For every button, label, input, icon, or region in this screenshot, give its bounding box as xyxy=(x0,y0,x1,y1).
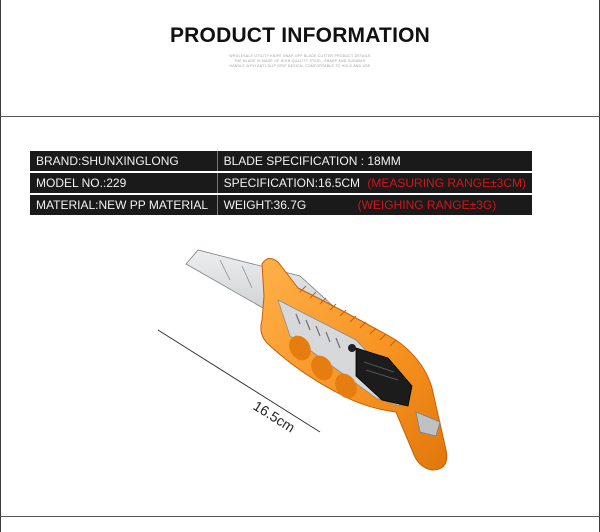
section-header: PRODUCT INFORMATION WHOLESALE UTILITY KN… xyxy=(0,24,600,69)
slider-lock xyxy=(348,344,413,407)
left-border xyxy=(0,0,1,532)
subtext-line: HANDLE WITH ANTI-SLIP GRIP DESIGN, COMFO… xyxy=(229,64,371,68)
section-title: PRODUCT INFORMATION xyxy=(169,24,431,47)
blade-tip xyxy=(415,411,441,437)
divider-top xyxy=(0,116,600,117)
spec-table: BRAND:SHUNXINGLONG BLADE SPECIFICATION :… xyxy=(30,149,532,217)
spec-brand: BRAND:SHUNXINGLONG xyxy=(30,151,218,171)
spec-size-range: (MEASURING RANGE±3CM) xyxy=(367,176,526,190)
spec-row: BRAND:SHUNXINGLONG BLADE SPECIFICATION :… xyxy=(30,151,532,171)
spec-size-cell: SPECIFICATION:16.5CM (MEASURING RANGE±3C… xyxy=(217,173,532,193)
spec-weight-cell: WEIGHT:36.7G (WEIGHING RANGE±3G) xyxy=(217,195,532,215)
section-subtext: WHOLESALE UTILITY KNIFE SNAP-OFF BLADE C… xyxy=(0,54,600,69)
spec-blade-cell: BLADE SPECIFICATION : 18MM xyxy=(217,151,532,171)
spec-weight-range: (WEIGHING RANGE±3G) xyxy=(357,198,497,212)
divider-bottom xyxy=(0,516,600,517)
spec-weight: WEIGHT:36.7G xyxy=(223,198,307,212)
finger-grips xyxy=(289,335,357,399)
subtext-line: WHOLESALE UTILITY KNIFE SNAP-OFF BLADE C… xyxy=(229,54,371,58)
dimension-line xyxy=(157,329,321,433)
spec-size: SPECIFICATION:16.5CM xyxy=(223,176,361,190)
spec-material: MATERIAL:NEW PP MATERIAL xyxy=(30,195,218,215)
spec-blade: BLADE SPECIFICATION : 18MM xyxy=(223,154,401,168)
utility-knife-image: 16.5cm xyxy=(157,249,448,471)
subtext-line: THE BLADE IS MADE OF HIGH QUALITY STEEL,… xyxy=(234,59,366,63)
pivot-screw xyxy=(348,344,356,352)
spec-model: MODEL NO.:229 xyxy=(30,173,218,193)
spec-row: MATERIAL:NEW PP MATERIAL WEIGHT:36.7G (W… xyxy=(30,195,532,215)
spec-row: MODEL NO.:229 SPECIFICATION:16.5CM (MEAS… xyxy=(30,173,532,193)
grip-ridges xyxy=(299,285,397,347)
track-teeth xyxy=(295,313,341,349)
